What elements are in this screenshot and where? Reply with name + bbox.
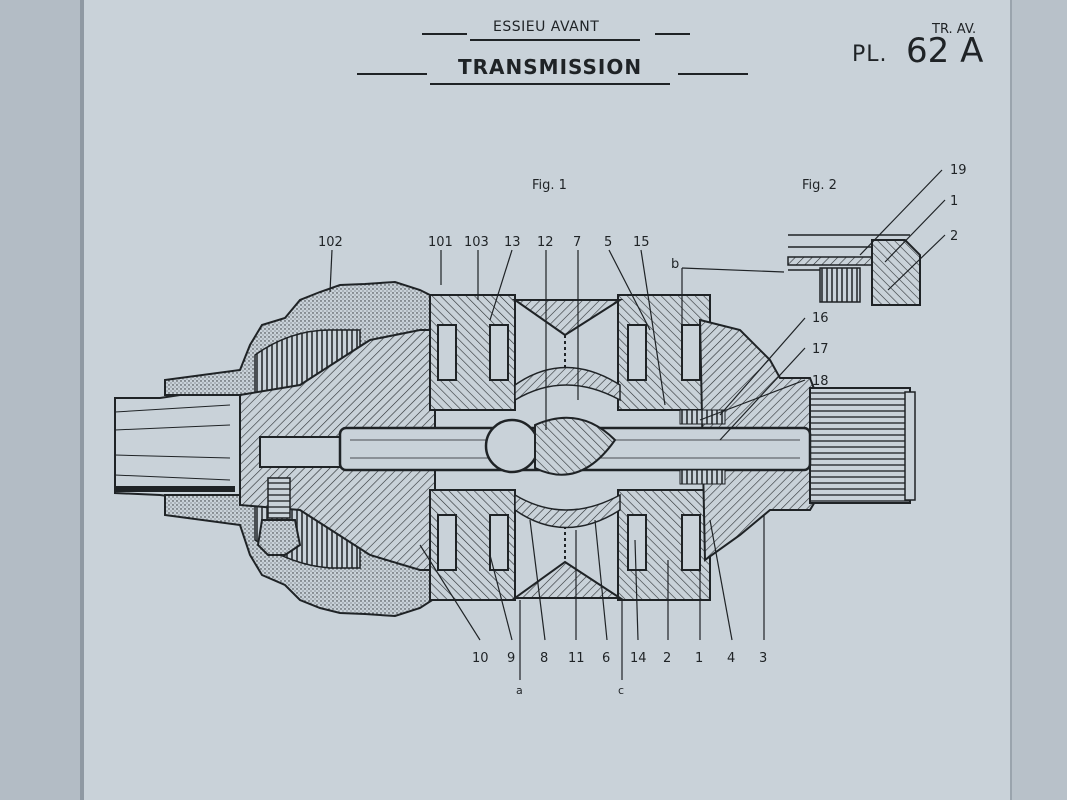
central-housing xyxy=(429,294,711,601)
callout-2-fig2: 2 xyxy=(950,229,958,244)
leader-lines xyxy=(329,169,946,680)
plate-number: 62 A xyxy=(906,31,984,71)
callout-102: 102 xyxy=(318,235,343,250)
callout-5: 5 xyxy=(604,235,612,250)
title-rule-left xyxy=(357,73,427,75)
binding-gutter xyxy=(80,0,84,800)
figure-2-label: Fig. 2 xyxy=(802,178,837,193)
callout-18: 18 xyxy=(812,374,829,389)
callout-1-fig2: 1 xyxy=(950,194,958,209)
title-underline xyxy=(430,83,670,85)
joint-housing-left xyxy=(239,329,436,571)
subtitle-rule-right xyxy=(655,33,690,35)
callout-12: 12 xyxy=(537,235,554,250)
callout-3: 3 xyxy=(759,651,767,666)
section-code: TR. AV. xyxy=(932,22,977,37)
callout-15: 15 xyxy=(633,235,650,250)
callout-8: 8 xyxy=(540,651,548,666)
subtitle-rule-left xyxy=(422,33,467,35)
figure-1-label: Fig. 1 xyxy=(532,178,567,193)
callout-b: b xyxy=(671,257,679,272)
callout-10: 10 xyxy=(472,651,489,666)
callout-19: 19 xyxy=(950,163,967,178)
callout-17: 17 xyxy=(812,342,829,357)
plate-prefix: PL. xyxy=(852,42,888,67)
title-rule-right xyxy=(678,73,748,75)
callout-6: 6 xyxy=(602,651,610,666)
left-page-edge xyxy=(0,0,84,800)
callout-1: 1 xyxy=(695,651,703,666)
left-axle-shaft xyxy=(114,386,241,507)
callout-2: 2 xyxy=(663,651,671,666)
callout-7: 7 xyxy=(573,235,581,250)
right-page-edge xyxy=(1012,0,1067,800)
callout-a: a xyxy=(516,684,523,697)
callout-16: 16 xyxy=(812,311,829,326)
page-border-line xyxy=(1010,0,1013,800)
callout-101: 101 xyxy=(428,235,453,250)
central-shaft xyxy=(338,409,812,485)
callout-13: 13 xyxy=(504,235,521,250)
subtitle-underline xyxy=(470,39,640,41)
callout-4: 4 xyxy=(727,651,735,666)
callout-14: 14 xyxy=(630,651,647,666)
callout-11: 11 xyxy=(568,651,585,666)
callout-103: 103 xyxy=(464,235,489,250)
callout-c: c xyxy=(618,684,624,697)
plate-subtitle: ESSIEU AVANT xyxy=(493,19,600,35)
plate-title: TRANSMISSION xyxy=(458,55,643,79)
callout-9: 9 xyxy=(507,651,515,666)
figure-2-detail xyxy=(787,234,921,306)
